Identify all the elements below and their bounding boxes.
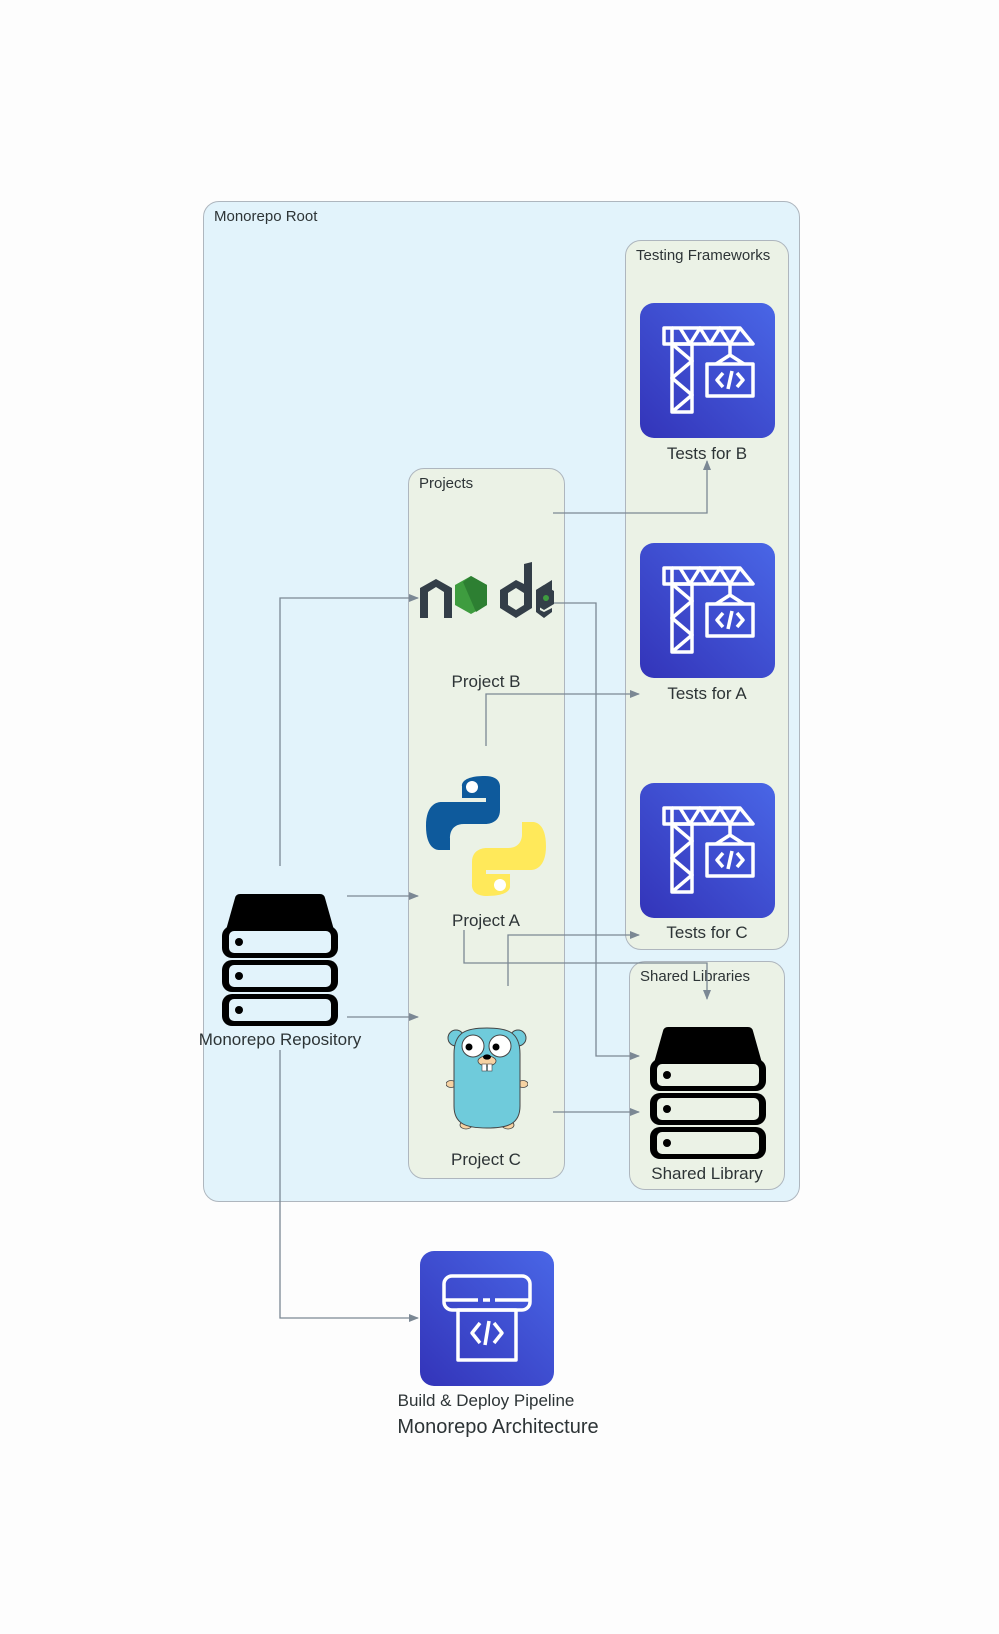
crane-code-icon (662, 326, 755, 414)
cluster-label-root: Monorepo Root (214, 208, 318, 225)
diagram-title: Monorepo Architecture (397, 1416, 599, 1438)
go-gopher-icon (445, 1027, 529, 1130)
python-logo-icon (426, 776, 546, 896)
code-pipeline-icon (442, 1274, 532, 1362)
node-build-deploy-pipeline[interactable] (420, 1251, 554, 1386)
label-project-c: Project C (451, 1150, 521, 1169)
node-project-b[interactable] (418, 562, 554, 620)
label-tests-for-b: Tests for B (666, 444, 748, 463)
node-project-a[interactable] (424, 774, 548, 898)
cluster-label-projects: Projects (419, 475, 474, 492)
label-shared-library: Shared Library (651, 1164, 763, 1183)
label-project-a: Project A (451, 911, 521, 930)
node-monorepo-repository[interactable] (220, 890, 340, 1026)
node-tests-for-a[interactable] (640, 543, 775, 678)
label-tests-for-c: Tests for C (666, 923, 748, 942)
label-project-b: Project B (451, 672, 521, 691)
nodejs-logo-icon (420, 562, 554, 618)
cluster-label-testing: Testing Frameworks (636, 247, 771, 264)
node-tests-for-b[interactable] (640, 303, 775, 438)
crane-code-icon (662, 806, 755, 894)
crane-code-icon (662, 566, 755, 654)
node-project-c[interactable] (445, 1024, 529, 1132)
server-stack-icon (222, 894, 338, 1026)
label-build-deploy-pipeline: Build & Deploy Pipeline (397, 1391, 575, 1410)
label-tests-for-a: Tests for A (667, 684, 747, 703)
cluster-label-shared: Shared Libraries (640, 968, 751, 985)
node-shared-library[interactable] (648, 1023, 768, 1159)
server-stack-icon (650, 1027, 766, 1159)
node-tests-for-c[interactable] (640, 783, 775, 918)
label-monorepo-repository: Monorepo Repository (198, 1030, 362, 1049)
